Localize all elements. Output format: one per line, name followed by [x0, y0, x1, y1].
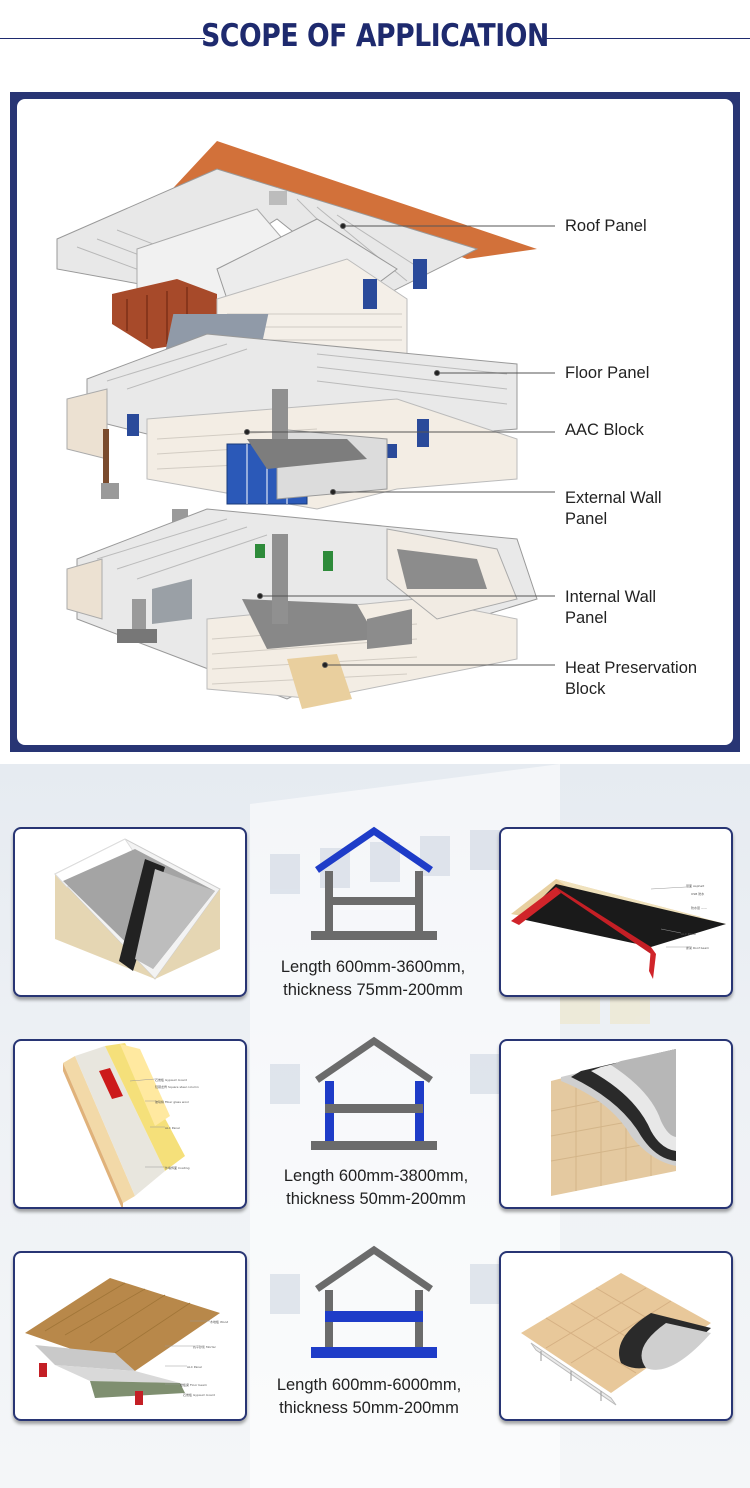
spec-thickness: thickness 75mm-200mm: [283, 981, 463, 999]
spec-floor: Length 600mm-6000mm, thickness 50mm-200m…: [249, 1374, 489, 1420]
svg-text:ALC Panel: ALC Panel: [187, 1365, 202, 1369]
header-rule-right: [545, 38, 750, 39]
svg-text:ALC Panel: ALC Panel: [165, 1126, 180, 1130]
house-illustration: [56, 141, 555, 709]
callout-line: External Wall: [565, 489, 662, 507]
svg-text:轻钢龙骨 Square steel column: 轻钢龙骨 Square steel column: [155, 1084, 199, 1089]
callout-heat-preservation-block: Heat Preservation Block: [565, 658, 697, 700]
house-diagram-frame: Roof Panel Floor Panel AAC Block Externa…: [10, 92, 740, 752]
callout-aac-block: AAC Block: [565, 421, 644, 439]
svg-text:ALC Panel: ALC Panel: [681, 932, 696, 936]
spec-length: Length 600mm-3800mm,: [283, 1167, 469, 1185]
external-wall-layers-image: 石膏板 Gypsum board 轻钢龙骨 Square steel column…: [13, 1039, 247, 1209]
page-title: SCOPE OF APPLICATION: [201, 18, 549, 54]
callout-line: Internal Wall: [565, 588, 657, 606]
floor-wood-layers-image: 木地板 Wood 找平砂浆 Mortar ALC Panel 楼板梁 Floor b…: [13, 1251, 247, 1421]
spec-walls: Length 600mm-3800mm, thickness 50mm-200m…: [256, 1165, 496, 1211]
callout-line: Heat Preservation: [565, 659, 698, 677]
svg-text:OSB 防水: OSB 防水: [691, 891, 704, 896]
walls-highlight-house-icon: [311, 1036, 437, 1150]
callout-line: Block: [565, 680, 606, 698]
spec-roof: Length 600mm-3600mm, thickness 75mm-200m…: [253, 956, 493, 1002]
section-header: SCOPE OF APPLICATION: [0, 0, 750, 80]
roof-highlight-house-icon: [311, 826, 437, 940]
callout-internal-wall-panel: Internal Wall Panel: [565, 587, 656, 629]
callout-external-wall-panel: External Wall Panel: [565, 488, 662, 530]
svg-text:外墙饰面 Coating: 外墙饰面 Coating: [165, 1165, 190, 1170]
svg-text:找平砂浆 Mortar: 找平砂浆 Mortar: [193, 1344, 217, 1349]
floor-tile-layers-image: [499, 1251, 733, 1421]
spec-thickness: thickness 50mm-200mm: [286, 1190, 466, 1208]
roof-panel-corner-image: [13, 827, 247, 997]
svg-text:石膏板 Gypsum board: 石膏板 Gypsum board: [183, 1392, 215, 1397]
svg-text:防水层 ——: 防水层 ——: [691, 905, 707, 910]
svg-text:楼板梁 Floor beam: 楼板梁 Floor beam: [180, 1382, 207, 1387]
callout-floor-panel: Floor Panel: [565, 364, 650, 382]
svg-text:层面 Asphalt: 层面 Asphalt: [686, 883, 705, 888]
header-rule-left: [0, 38, 205, 39]
spec-length: Length 600mm-6000mm,: [276, 1376, 462, 1394]
floor-highlight-house-icon: [311, 1245, 437, 1358]
svg-text:木地板 Wood: 木地板 Wood: [210, 1319, 228, 1324]
spec-length: Length 600mm-3600mm,: [280, 958, 466, 976]
callout-roof-panel: Roof Panel: [565, 217, 647, 235]
callout-line: Panel: [565, 510, 608, 528]
house-diagram-panel: Roof Panel Floor Panel AAC Block Externa…: [17, 99, 733, 745]
callout-line: Panel: [565, 609, 608, 627]
svg-text:玻璃棉 Fiber glass wool: 玻璃棉 Fiber glass wool: [155, 1099, 189, 1104]
applications-section: Length 600mm-3600mm, thickness 75mm-200m…: [0, 764, 750, 1488]
tiled-wall-layers-image: [499, 1039, 733, 1209]
spec-thickness: thickness 50mm-200mm: [279, 1399, 459, 1417]
svg-text:石膏板 Gypsum board: 石膏板 Gypsum board: [155, 1077, 187, 1082]
svg-text:屋架 Roof beam: 屋架 Roof beam: [686, 945, 709, 950]
